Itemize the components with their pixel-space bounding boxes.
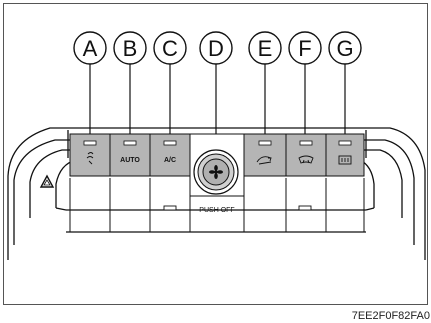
button-ac[interactable]: A/C: [150, 134, 190, 176]
callout-g: G: [329, 32, 361, 64]
callout-e-label: E: [258, 36, 273, 61]
indicator-light-g: [339, 141, 351, 145]
callout-b-label: B: [123, 36, 138, 61]
lower-slot-left: [164, 206, 176, 210]
callout-b: B: [114, 32, 146, 64]
callout-f-label: F: [298, 36, 311, 61]
callout-f: F: [289, 32, 321, 64]
indicator-light-f: [300, 141, 312, 145]
indicator-light-e: [259, 141, 271, 145]
callout-c-label: C: [162, 36, 178, 61]
callout-a-label: A: [83, 36, 98, 61]
indicator-light-b: [124, 141, 136, 145]
button-g[interactable]: [326, 134, 364, 176]
callout-e: E: [249, 32, 281, 64]
ac-label: A/C: [164, 157, 176, 164]
indicator-light-a: [84, 141, 96, 145]
push-off-label: PUSH OFF: [199, 207, 234, 214]
callout-d-label: D: [208, 36, 224, 61]
callout-c: C: [154, 32, 186, 64]
button-e[interactable]: [244, 134, 286, 176]
button-a[interactable]: [70, 134, 110, 176]
auto-label: AUTO: [120, 157, 140, 164]
button-f[interactable]: [286, 134, 326, 176]
indicator-light-c: [164, 141, 176, 145]
lower-slot-right: [299, 206, 311, 210]
button-auto[interactable]: AUTO: [110, 134, 150, 176]
callout-d: D: [200, 32, 232, 64]
callout-g-label: G: [336, 36, 353, 61]
callout-a: A: [74, 32, 106, 64]
reference-code: 7EE2F0F82FA0: [352, 310, 430, 322]
